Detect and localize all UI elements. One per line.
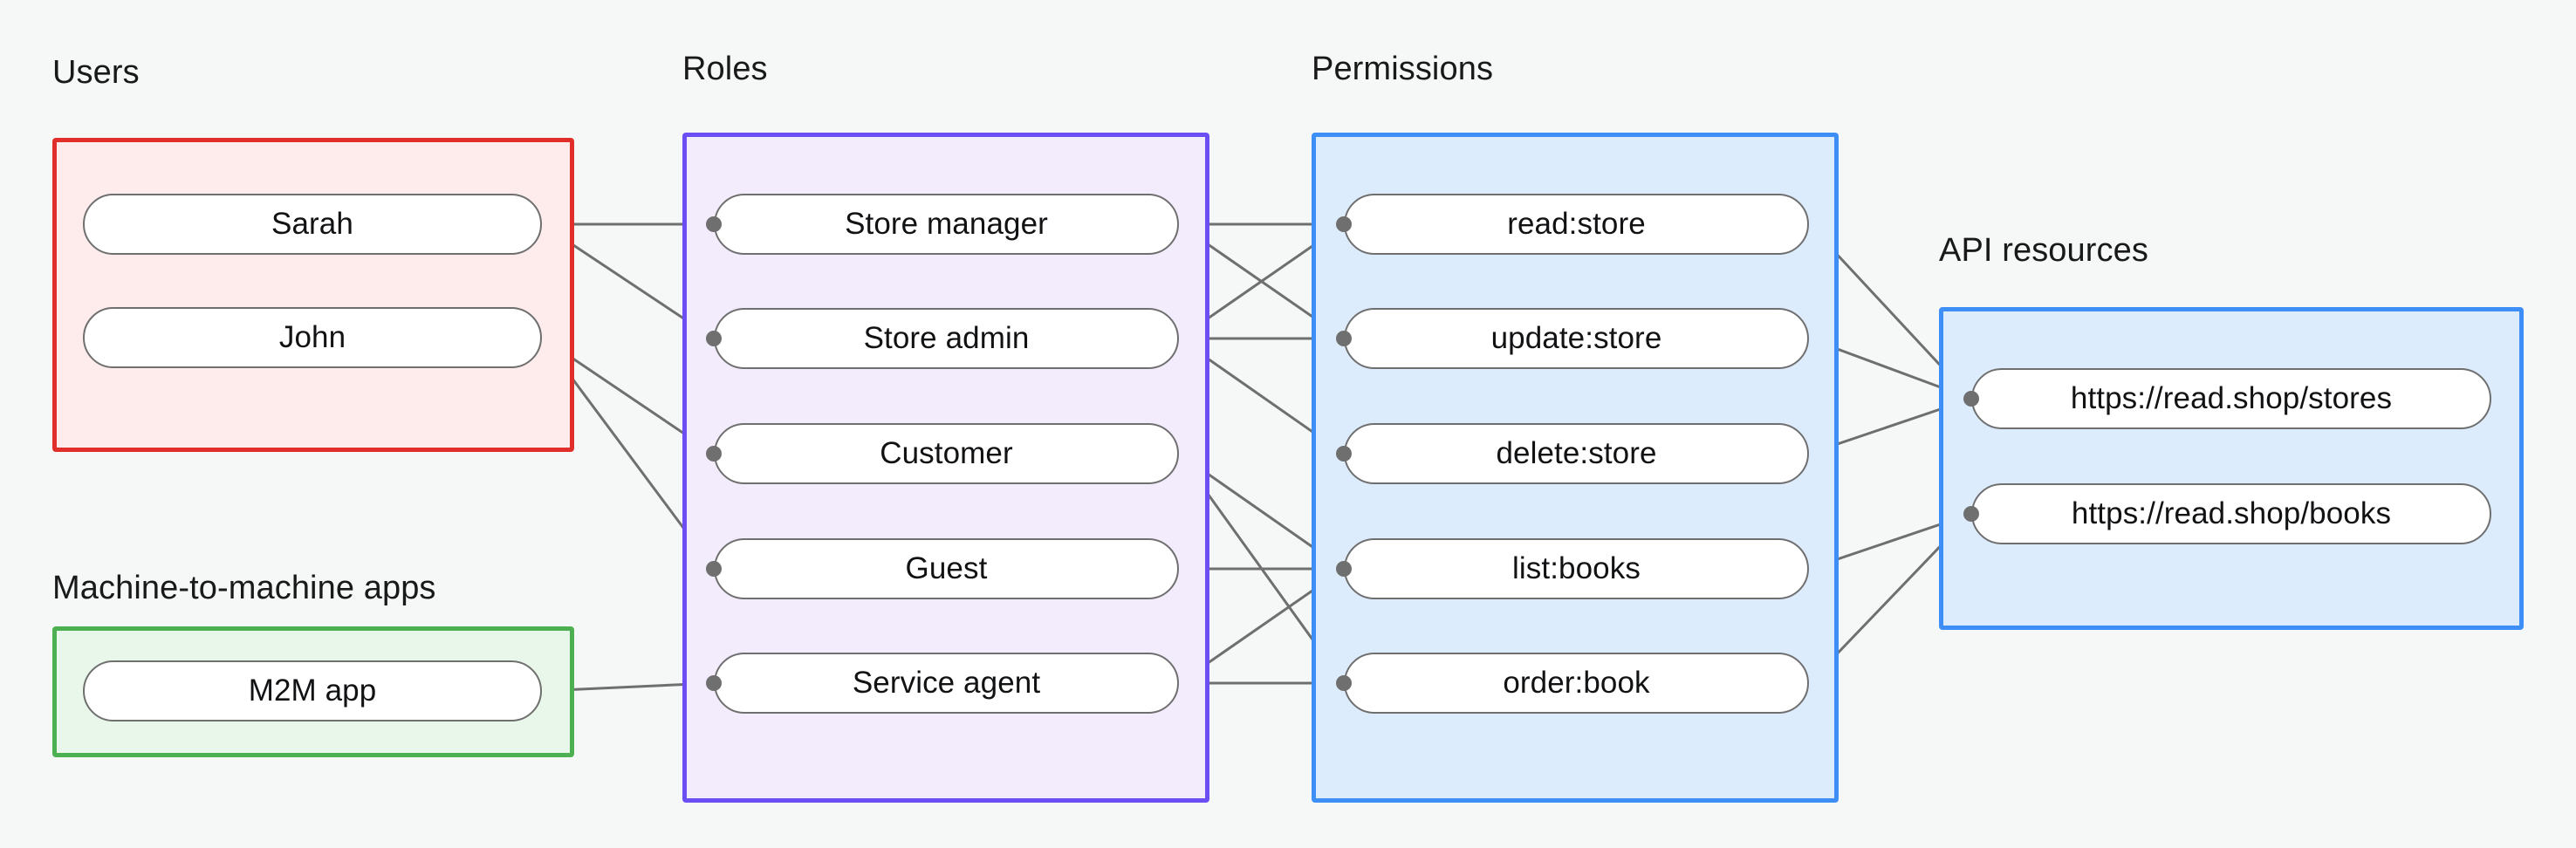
edge-anchor-customer (706, 446, 722, 462)
edge-anchor-listbooks (1336, 561, 1352, 577)
node-label-listbooks: list:books (1512, 551, 1641, 585)
node-updatestore[interactable]: update:store (1344, 308, 1809, 369)
node-label-m2mapp: M2M app (248, 674, 377, 708)
node-label-storeadmin: Store admin (863, 321, 1030, 355)
node-storeadmin[interactable]: Store admin (714, 308, 1179, 369)
group-label-m2m: Machine-to-machine apps (52, 570, 436, 606)
node-label-sarah: Sarah (271, 207, 353, 241)
group-box-api (1939, 307, 2524, 630)
node-serviceagent[interactable]: Service agent (714, 653, 1179, 714)
node-label-deletestore: delete:store (1496, 436, 1657, 470)
edge-anchor-updatestore (1336, 331, 1352, 346)
edge-anchor-orderbook (1336, 675, 1352, 691)
node-label-serviceagent: Service agent (852, 666, 1041, 700)
node-storemanager[interactable]: Store manager (714, 194, 1179, 255)
edge-anchor-serviceagent (706, 675, 722, 691)
edge-anchor-readstore (1336, 216, 1352, 232)
edge-anchor-apistores (1963, 391, 1979, 407)
node-label-orderbook: order:book (1503, 666, 1650, 700)
node-apibooks[interactable]: https://read.shop/books (1971, 483, 2491, 544)
group-box-users (52, 138, 574, 452)
node-orderbook[interactable]: order:book (1344, 653, 1809, 714)
node-readstore[interactable]: read:store (1344, 194, 1809, 255)
node-label-customer: Customer (880, 436, 1013, 470)
group-label-permissions: Permissions (1312, 51, 1494, 87)
node-m2mapp[interactable]: M2M app (83, 660, 542, 721)
edge-anchor-storemanager (706, 216, 722, 232)
group-label-api: API resources (1939, 232, 2148, 269)
edge-anchor-guest (706, 561, 722, 577)
node-label-updatestore: update:store (1490, 321, 1662, 355)
edge-anchor-apibooks (1963, 506, 1979, 522)
node-label-guest: Guest (905, 551, 988, 585)
group-label-users: Users (52, 54, 140, 91)
node-customer[interactable]: Customer (714, 423, 1179, 484)
node-label-apistores: https://read.shop/stores (2070, 381, 2393, 415)
edge-anchor-deletestore (1336, 446, 1352, 462)
group-label-roles: Roles (682, 51, 768, 87)
node-label-apibooks: https://read.shop/books (2071, 496, 2392, 530)
node-label-storemanager: Store manager (845, 207, 1048, 241)
node-label-readstore: read:store (1507, 207, 1646, 241)
edge-anchor-storeadmin (706, 331, 722, 346)
node-sarah[interactable]: Sarah (83, 194, 542, 255)
node-guest[interactable]: Guest (714, 538, 1179, 599)
node-listbooks[interactable]: list:books (1344, 538, 1809, 599)
node-deletestore[interactable]: delete:store (1344, 423, 1809, 484)
node-john[interactable]: John (83, 307, 542, 368)
node-apistores[interactable]: https://read.shop/stores (1971, 368, 2491, 429)
node-label-john: John (278, 320, 346, 354)
